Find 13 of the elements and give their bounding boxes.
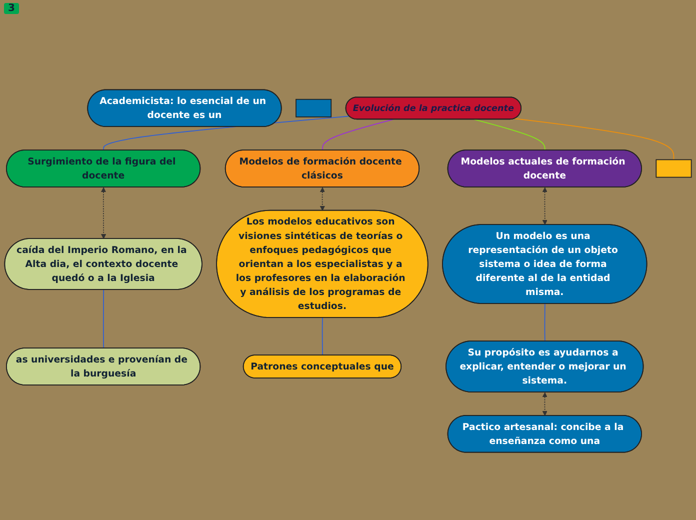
connector xyxy=(322,118,394,151)
connector xyxy=(474,118,546,151)
arrow xyxy=(542,187,548,225)
connector xyxy=(544,303,546,342)
connector xyxy=(322,317,323,356)
node-box xyxy=(296,98,332,118)
node-box xyxy=(656,159,692,178)
arrow xyxy=(100,187,106,240)
connector xyxy=(102,289,104,349)
connector xyxy=(514,118,674,160)
count-badge: 3 xyxy=(4,3,19,14)
arrow xyxy=(320,187,325,211)
arrow xyxy=(542,392,548,416)
